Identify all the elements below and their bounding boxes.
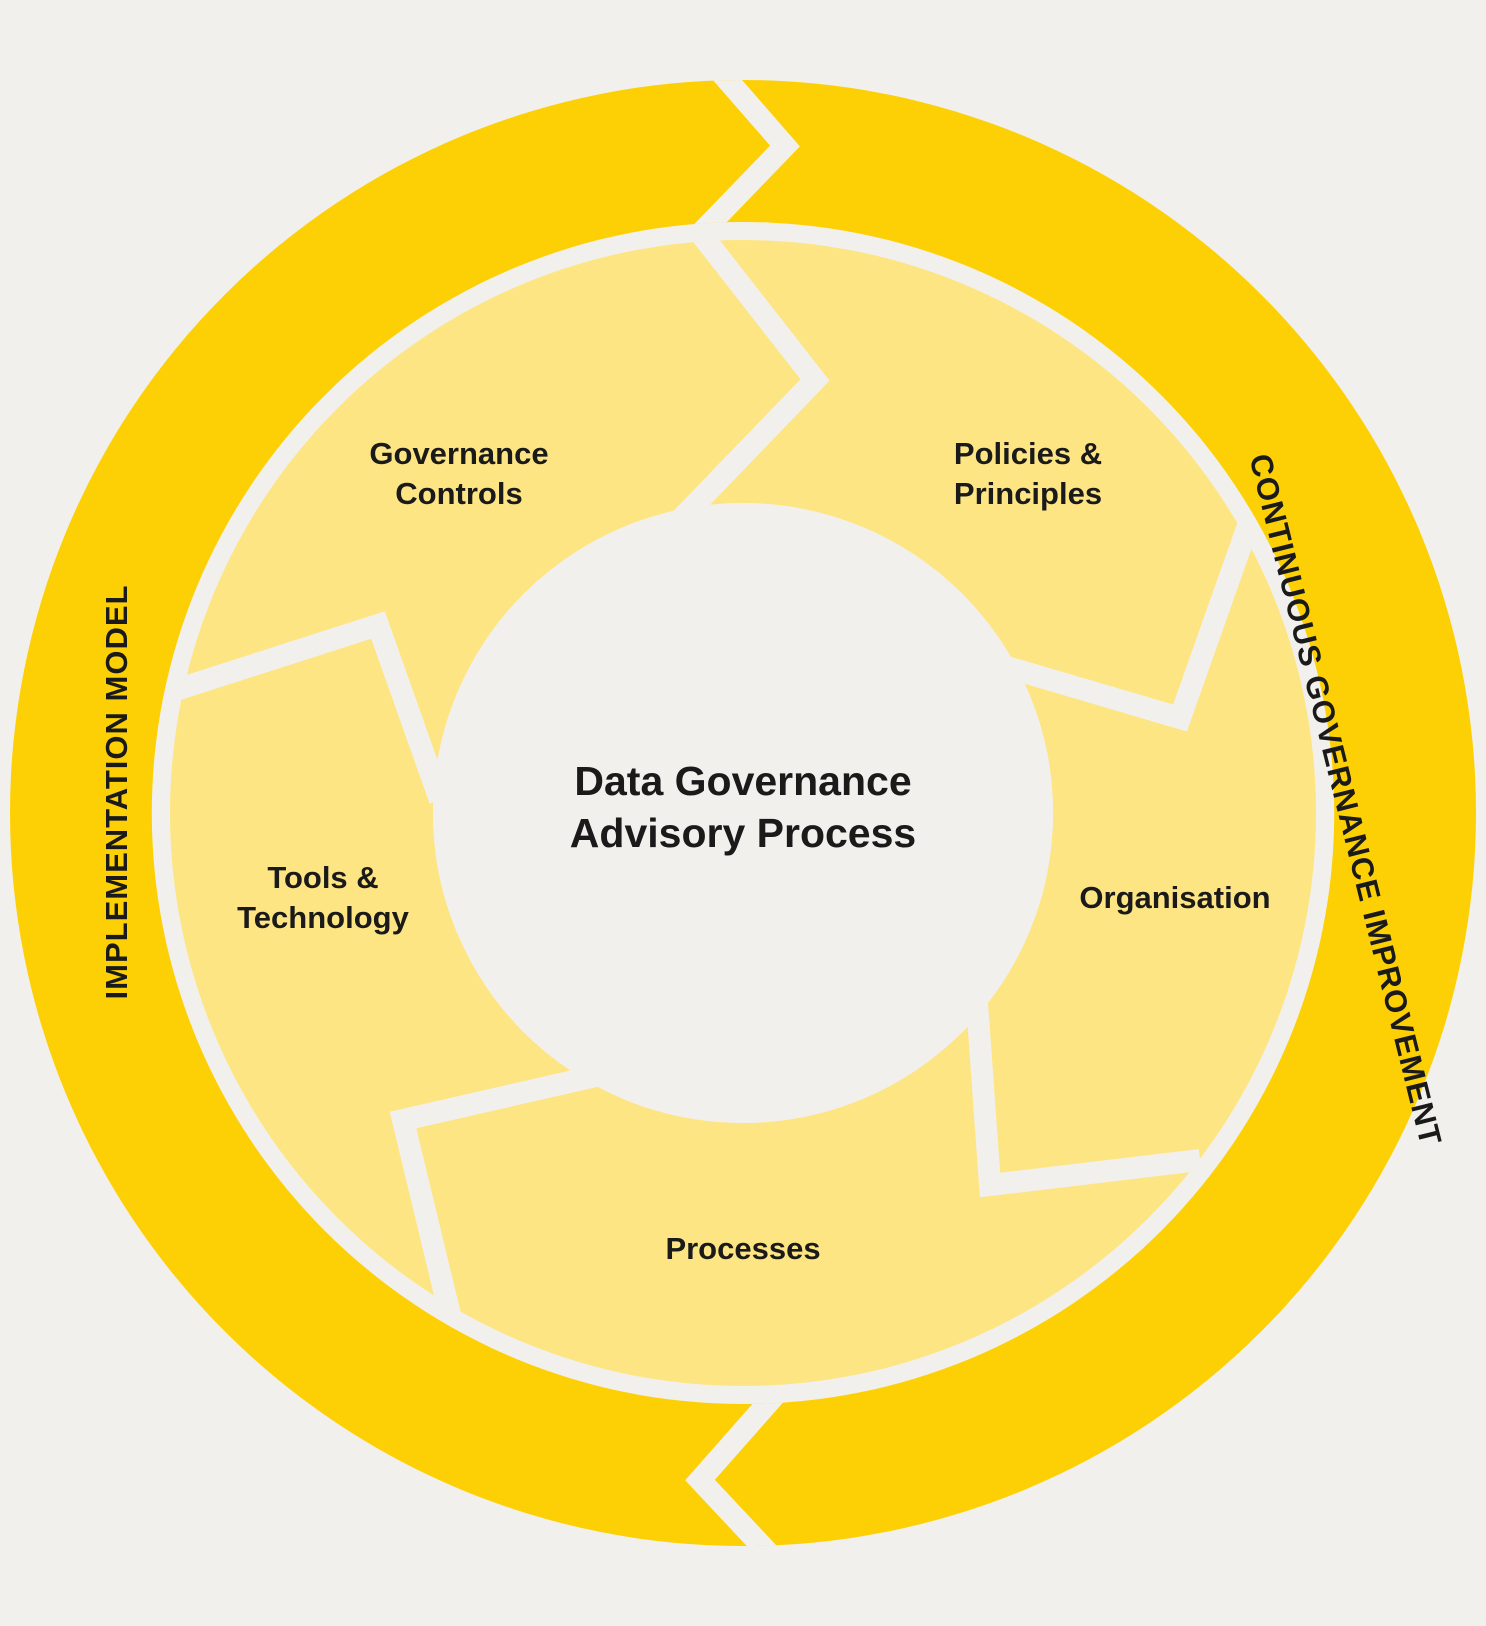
- segment-label-policies-principles: Policies & Principles: [898, 434, 1158, 514]
- segment-divider-bottom: [389, 1064, 603, 1318]
- outer-top-chevron-gap: [694, 80, 800, 240]
- outer-ring-label-left: IMPLEMENTATION MODEL: [99, 584, 134, 1000]
- outer-bottom-chevron-gap: [685, 1387, 784, 1546]
- segment-divider-lower-right: [964, 974, 1202, 1198]
- center-disc: [433, 503, 1053, 1123]
- tools-technology-line1: Tools &: [267, 860, 379, 895]
- center-title-line1: Data Governance: [574, 758, 912, 804]
- governance-controls-line2: Controls: [395, 476, 523, 511]
- segment-label-processes: Processes: [613, 1229, 873, 1269]
- organisation-line1: Organisation: [1079, 880, 1271, 915]
- tools-technology-line2: Technology: [237, 900, 409, 935]
- segment-divider-right: [996, 516, 1261, 732]
- segment-label-tools-technology: Tools & Technology: [193, 858, 453, 938]
- processes-line1: Processes: [665, 1231, 821, 1266]
- center-title-line2: Advisory Process: [569, 810, 917, 856]
- center-title: Data Governance Advisory Process: [443, 755, 1043, 859]
- governance-controls-line1: Governance: [369, 436, 549, 471]
- segment-divider-top: [672, 240, 830, 528]
- segment-label-governance-controls: Governance Controls: [334, 434, 584, 514]
- policies-principles-line1: Policies &: [953, 436, 1103, 471]
- policies-principles-line2: Principles: [953, 476, 1103, 511]
- segment-divider-left: [170, 611, 451, 804]
- segment-label-organisation: Organisation: [1045, 878, 1305, 918]
